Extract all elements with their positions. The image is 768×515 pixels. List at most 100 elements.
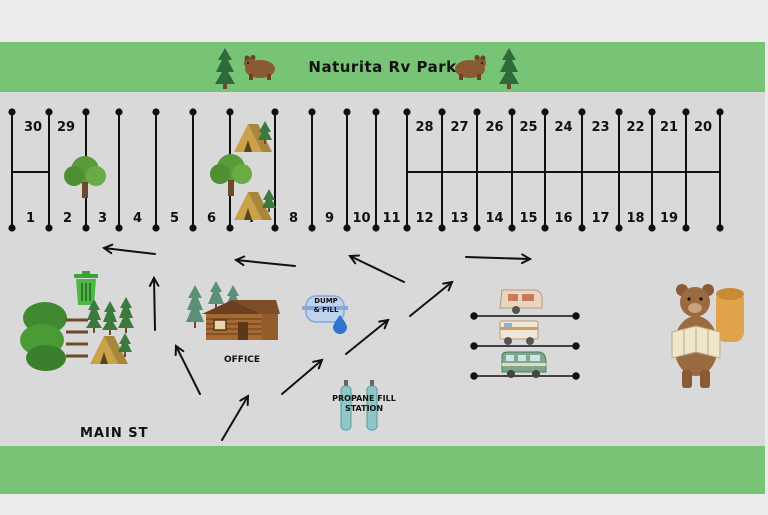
divider-post bbox=[541, 224, 549, 232]
propane-tank-icon bbox=[340, 380, 352, 431]
divider-post bbox=[343, 108, 351, 116]
park-map: Naturita Rv Park bbox=[0, 42, 765, 494]
arrow-head bbox=[174, 344, 185, 356]
pine-tree-icon bbox=[258, 121, 272, 144]
rv-icon bbox=[499, 320, 539, 345]
site-number-24: 24 bbox=[554, 120, 572, 135]
site-number-13: 13 bbox=[450, 211, 468, 226]
site-number-4: 4 bbox=[133, 211, 142, 226]
divider-post bbox=[8, 224, 16, 232]
site-number-14: 14 bbox=[485, 211, 503, 226]
arrow-head bbox=[148, 275, 160, 287]
arrow-head bbox=[348, 254, 360, 265]
site-number-16: 16 bbox=[554, 211, 572, 226]
propane-label-line1: PROPANE FILL bbox=[332, 394, 396, 403]
hiking-bear-icon bbox=[671, 284, 744, 388]
tent-icon bbox=[90, 336, 128, 364]
site-number-25: 25 bbox=[519, 120, 537, 135]
site-number-23: 23 bbox=[591, 120, 609, 135]
site-number-22: 22 bbox=[626, 120, 644, 135]
divider-post bbox=[578, 108, 586, 116]
divider-post bbox=[115, 108, 123, 116]
water-drop-icon bbox=[333, 315, 347, 334]
site-number-6: 6 bbox=[207, 211, 216, 226]
footer-band bbox=[0, 446, 765, 494]
divider-post bbox=[152, 224, 160, 232]
direction-arrow bbox=[221, 395, 249, 441]
site-number-19: 19 bbox=[660, 211, 678, 226]
pine-tree-icon bbox=[262, 189, 276, 212]
site-number-5: 5 bbox=[170, 211, 179, 226]
site-number-26: 26 bbox=[485, 120, 503, 135]
divider-post bbox=[473, 224, 481, 232]
site-number-28: 28 bbox=[415, 120, 433, 135]
direction-arrow bbox=[345, 319, 389, 355]
divider-post bbox=[152, 108, 160, 116]
divider-post bbox=[403, 108, 411, 116]
dump-station-icon bbox=[302, 295, 348, 323]
divider-post bbox=[648, 108, 656, 116]
direction-arrow bbox=[465, 256, 531, 260]
site-number-30: 30 bbox=[24, 120, 42, 135]
dump-label-line1: DUMP bbox=[314, 297, 338, 305]
fence-icon bbox=[66, 318, 88, 358]
site-number-1: 1 bbox=[26, 211, 35, 226]
site-number-17: 17 bbox=[591, 211, 609, 226]
divider-post bbox=[8, 108, 16, 116]
site-number-27: 27 bbox=[450, 120, 468, 135]
arrow-head bbox=[233, 255, 246, 267]
site-layout: 1234567891011121314151617181930292827262… bbox=[8, 108, 724, 441]
main-street-label: MAIN ST bbox=[80, 426, 149, 441]
trash-can-icon bbox=[74, 271, 98, 305]
van-icon bbox=[501, 351, 547, 378]
arrow-head bbox=[520, 253, 533, 265]
site-number-10: 10 bbox=[352, 211, 370, 226]
pine-tree-icon bbox=[208, 281, 224, 310]
site-numbers: 1234567891011121314151617181930292827262… bbox=[24, 120, 712, 226]
dump-label: DUMP & FILL bbox=[312, 297, 340, 315]
divider-post bbox=[189, 224, 197, 232]
site-number-21: 21 bbox=[660, 120, 678, 135]
divider-post bbox=[45, 108, 53, 116]
pine-tree-icon bbox=[215, 48, 235, 89]
divider-post bbox=[508, 224, 516, 232]
arrow-head bbox=[378, 318, 390, 330]
site-number-18: 18 bbox=[626, 211, 644, 226]
site-dividers bbox=[8, 108, 724, 232]
pine-tree-icon bbox=[118, 297, 134, 333]
direction-arrow bbox=[153, 277, 156, 331]
pine-tree-icon bbox=[86, 299, 102, 333]
divider-post bbox=[372, 108, 380, 116]
arrow-head bbox=[101, 243, 114, 255]
arrow-head bbox=[312, 358, 324, 370]
divider-post bbox=[615, 108, 623, 116]
site-number-11: 11 bbox=[382, 211, 400, 226]
divider-post bbox=[343, 224, 351, 232]
propane-label-line2: STATION bbox=[344, 404, 384, 413]
pine-tree-icon bbox=[186, 285, 204, 328]
arrow-head bbox=[442, 280, 454, 292]
site-number-8: 8 bbox=[289, 211, 298, 226]
divider-post bbox=[615, 224, 623, 232]
divider-post bbox=[45, 224, 53, 232]
divider-post bbox=[189, 108, 197, 116]
divider-post bbox=[438, 108, 446, 116]
divider-post bbox=[438, 224, 446, 232]
site-number-20: 20 bbox=[694, 120, 712, 135]
park-title: Naturita Rv Park bbox=[308, 58, 457, 76]
header-banner: Naturita Rv Park bbox=[0, 42, 765, 92]
divider-post bbox=[115, 224, 123, 232]
divider-post bbox=[578, 224, 586, 232]
divider-post bbox=[82, 224, 90, 232]
divider-post bbox=[308, 224, 316, 232]
traffic-arrows bbox=[101, 243, 533, 441]
propane-tank-icon bbox=[366, 380, 378, 431]
divider-post bbox=[271, 224, 279, 232]
pine-tree-icon bbox=[118, 333, 132, 357]
propane-label: PROPANE FILL STATION bbox=[318, 394, 410, 414]
divider-post bbox=[473, 108, 481, 116]
tent-icon bbox=[234, 192, 272, 220]
camper-icon bbox=[499, 289, 543, 314]
direction-arrow bbox=[103, 247, 156, 255]
log-cabin-icon bbox=[202, 300, 280, 340]
